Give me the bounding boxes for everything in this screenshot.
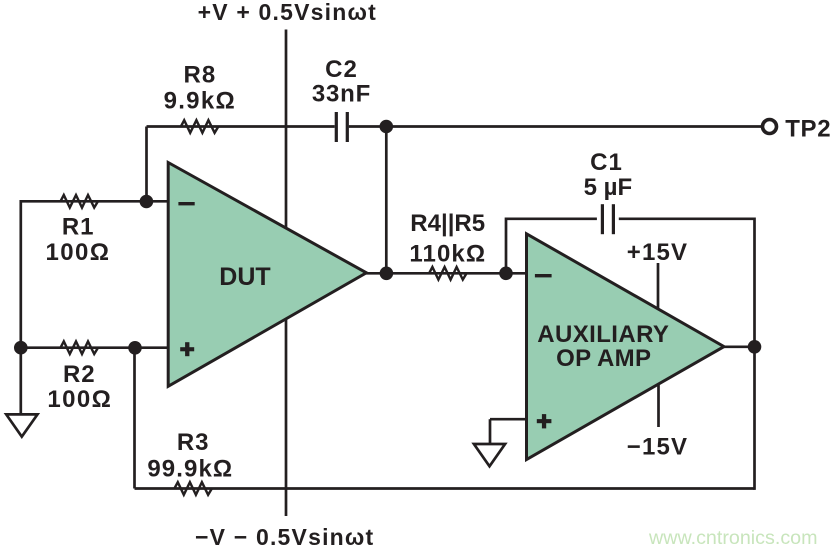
svg-text:5 µF: 5 µF — [584, 174, 633, 201]
svg-text:9.9kΩ: 9.9kΩ — [164, 87, 236, 114]
svg-text:R4||R5: R4||R5 — [410, 210, 485, 237]
svg-text:R3: R3 — [177, 429, 210, 456]
svg-text:−V − 0.5Vsinωt: −V − 0.5Vsinωt — [195, 524, 374, 550]
svg-text:+V + 0.5Vsinωt: +V + 0.5Vsinωt — [198, 0, 377, 25]
svg-text:110kΩ: 110kΩ — [409, 240, 486, 267]
svg-text:AUXILIARY: AUXILIARY — [537, 321, 669, 348]
svg-text:OP AMP: OP AMP — [556, 345, 651, 372]
svg-text:C1: C1 — [590, 149, 623, 176]
svg-text:www.cntronics.com: www.cntronics.com — [648, 527, 817, 549]
svg-text:TP2: TP2 — [785, 115, 831, 142]
svg-text:99.9kΩ: 99.9kΩ — [147, 455, 233, 482]
svg-text:−15V: −15V — [627, 434, 689, 461]
svg-text:R8: R8 — [184, 61, 217, 88]
svg-text:C2: C2 — [325, 56, 358, 83]
svg-text:R2: R2 — [63, 361, 96, 388]
svg-text:100Ω: 100Ω — [45, 239, 110, 266]
svg-text:+15V: +15V — [627, 239, 689, 266]
svg-text:DUT: DUT — [219, 263, 270, 291]
svg-text:100Ω: 100Ω — [47, 386, 112, 413]
svg-text:33nF: 33nF — [312, 81, 371, 108]
svg-text:R1: R1 — [62, 213, 95, 240]
